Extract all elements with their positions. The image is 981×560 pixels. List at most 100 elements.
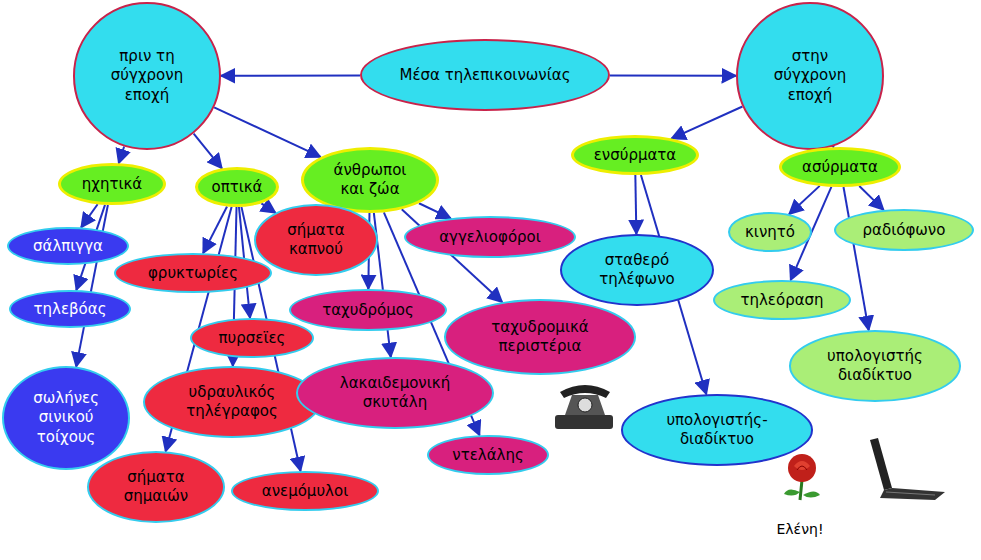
node-label: υπολογιστής διαδίκτυο	[817, 347, 932, 386]
node-text-wrap: σήματα σημαιών	[111, 468, 201, 507]
node-text-wrap: ασύρματα	[802, 157, 878, 178]
arrow-connector	[214, 107, 320, 157]
sound-ellipse: τηλεβόας	[9, 290, 131, 328]
node-text-wrap: κινητό	[745, 222, 795, 243]
node-label: ταχυδρόμος	[322, 301, 414, 321]
arrow-connector	[194, 134, 222, 169]
node-label: Μέσα τηλεπικοινωνίας	[399, 66, 570, 86]
human-ellipse: αγγελιοφόροι	[404, 216, 576, 258]
node-text-wrap: υπολογιστής- διαδίκτυο	[652, 411, 782, 450]
rose-icon	[784, 454, 820, 500]
node-text-wrap: αγγελιοφόροι	[439, 227, 541, 248]
node-text-wrap: λακαιδεμονική σκυτάλη	[328, 374, 461, 413]
node-label: φρυκτωρίες	[148, 264, 238, 284]
node-text-wrap: οπτικά	[211, 177, 262, 198]
category-ellipse: ενσύρματα	[571, 135, 699, 175]
optical-ellipse: φρυκτωρίες	[114, 253, 272, 293]
era-circle: πριν τη σύγχρονη εποχή	[73, 2, 221, 150]
telephone-icon	[555, 385, 613, 429]
arrow-connector	[610, 74, 736, 76]
category-ellipse: άνθρωποι και ζώα	[301, 147, 439, 213]
human-ellipse: ταχυδρομικά περιστέρια	[444, 299, 637, 375]
node-text-wrap: υπολογιστής διαδίκτυο	[817, 347, 932, 386]
node-text-wrap: σάλπιγγα	[33, 236, 103, 257]
node-text-wrap: ηχητικά	[82, 174, 143, 195]
node-text-wrap: σωλήνες σινικού τοίχους	[25, 389, 108, 448]
node-label: ντελάλης	[452, 446, 523, 466]
node-text-wrap: φρυκτωρίες	[148, 263, 238, 284]
node-label: ανεμόμυλοι	[262, 482, 348, 502]
node-label: σωλήνες σινικού τοίχους	[25, 389, 108, 448]
node-text-wrap: τηλεόραση	[740, 290, 823, 311]
node-text-wrap: σήματα καπνού	[276, 221, 355, 260]
category-ellipse: οπτικά	[195, 167, 279, 207]
arrow-connector	[81, 204, 97, 227]
wireless-ellipse: κινητό	[728, 212, 811, 252]
node-text-wrap: πυρσεϊες	[219, 328, 286, 349]
sound-ellipse: σωλήνες σινικού τοίχους	[2, 366, 130, 470]
arrow-connector	[635, 175, 636, 234]
laptop-icon	[870, 438, 945, 500]
node-text-wrap: ταχυδρόμος	[322, 300, 414, 321]
wireless-ellipse: υπολογιστής διαδίκτυο	[789, 330, 962, 402]
node-text-wrap: ανεμόμυλοι	[262, 481, 348, 502]
node-label: στην σύγχρονη εποχή	[761, 47, 858, 106]
wired-ellipse: υπολογιστής- διαδίκτυο	[621, 394, 814, 466]
node-text-wrap: σταθερό τηλέφωνο	[587, 251, 688, 290]
era-circle: στην σύγχρονη εποχή	[736, 2, 884, 150]
node-label: λακαιδεμονική σκυτάλη	[328, 374, 461, 413]
main-ellipse: Μέσα τηλεπικοινωνίας	[360, 39, 610, 111]
node-label: ραδιόφωνο	[863, 221, 946, 241]
node-label: υπολογιστής- διαδίκτυο	[652, 411, 782, 450]
optical-ellipse: σήματα καπνού	[254, 204, 377, 276]
node-text-wrap: άνθρωποι και ζώα	[325, 161, 415, 200]
sound-ellipse: σάλπιγγα	[7, 227, 129, 265]
node-text-wrap: ραδιόφωνο	[863, 220, 946, 241]
arrow-connector	[419, 203, 451, 218]
node-label: σήματα καπνού	[276, 221, 355, 260]
wired-ellipse: σταθερό τηλέφωνο	[560, 234, 713, 306]
node-label: ενσύρματα	[594, 146, 677, 166]
optical-ellipse: ανεμόμυλοι	[231, 471, 379, 511]
node-label: ηχητικά	[82, 175, 143, 195]
arrow-connector	[203, 206, 227, 253]
node-label: τηλεόραση	[740, 291, 823, 311]
human-ellipse: λακαιδεμονική σκυτάλη	[296, 357, 494, 429]
node-label: άνθρωποι και ζώα	[325, 161, 415, 200]
node-text-wrap: υδραυλικός τηλέγραφος	[173, 383, 292, 422]
node-text-wrap: πριν τη σύγχρονη εποχή	[98, 47, 195, 106]
arrow-connector	[119, 147, 124, 164]
node-label: αγγελιοφόροι	[439, 228, 541, 248]
wireless-ellipse: ραδιόφωνο	[834, 209, 974, 251]
node-label: οπτικά	[211, 178, 262, 198]
node-text-wrap: Μέσα τηλεπικοινωνίας	[399, 65, 570, 86]
node-label: υδραυλικός τηλέγραφος	[173, 383, 292, 422]
wireless-ellipse: τηλεόραση	[713, 280, 851, 320]
node-label: ασύρματα	[802, 158, 878, 178]
node-text-wrap: ταχυδρομικά περιστέρια	[475, 318, 605, 357]
optical-ellipse: σήματα σημαιών	[87, 451, 225, 523]
optical-ellipse: πυρσεϊες	[190, 318, 314, 358]
signature-label: Ελένη!	[776, 521, 823, 537]
node-label: σταθερό τηλέφωνο	[587, 251, 688, 290]
node-label: πριν τη σύγχρονη εποχή	[98, 47, 195, 106]
arrow-connector	[221, 74, 360, 76]
node-label: κινητό	[745, 223, 795, 243]
node-text-wrap: ενσύρματα	[594, 145, 677, 166]
optical-ellipse: υδραυλικός τηλέγραφος	[143, 366, 321, 438]
node-label: πυρσεϊες	[219, 329, 286, 349]
arrow-connector	[844, 187, 869, 330]
category-ellipse: ηχητικά	[58, 163, 166, 205]
node-label: σήματα σημαιών	[111, 468, 201, 507]
arrow-connector	[859, 186, 883, 210]
node-text-wrap: ντελάλης	[452, 445, 523, 466]
node-text-wrap: τηλεβόας	[34, 299, 107, 320]
node-label: σάλπιγγα	[33, 237, 103, 257]
node-label: τηλεβόας	[34, 300, 107, 320]
arrow-connector	[261, 203, 275, 213]
arrow-connector	[789, 186, 820, 214]
human-ellipse: ντελάλης	[427, 435, 549, 475]
node-text-wrap: στην σύγχρονη εποχή	[761, 47, 858, 106]
arrow-connector	[671, 107, 742, 139]
